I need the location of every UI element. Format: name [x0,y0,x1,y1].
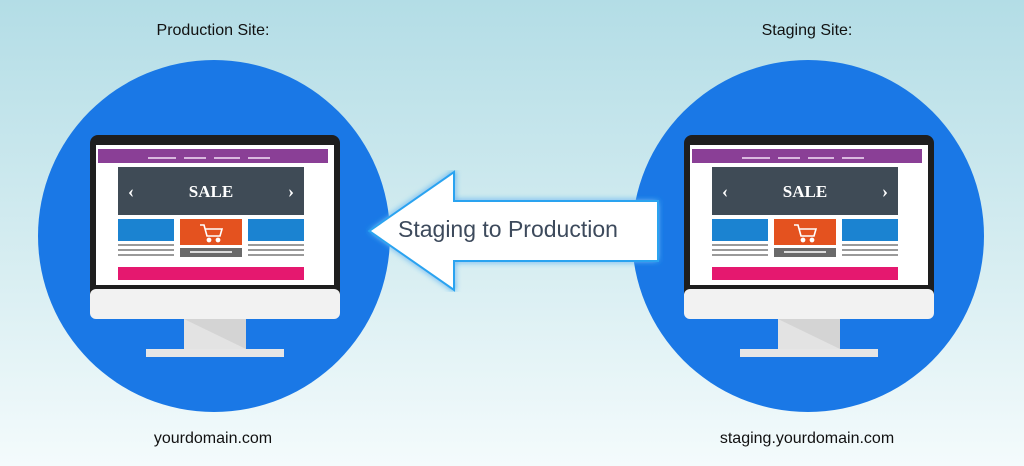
chevron-left-icon: ‹ [722,181,728,201]
monitor-stand-base [146,349,284,357]
monitor-chin [684,289,934,319]
chevron-left-icon: ‹ [128,181,134,201]
site-footer-bar [118,267,304,280]
product-tile-right [842,219,898,241]
site-header-bar [98,149,328,154]
sale-banner [118,167,304,215]
left-arrow-icon [367,170,659,292]
production-site-url: yourdomain.com [153,430,273,447]
chevron-right-icon: › [882,181,888,201]
production-monitor: ‹ › SALE [90,135,340,357]
sale-banner-text: SALE [783,182,827,201]
monitor-chin [90,289,340,319]
product-tile-left [118,219,174,241]
chevron-right-icon: › [288,181,294,201]
production-site-title: Production Site: [156,22,270,39]
staging-site-url: staging.yourdomain.com [719,430,895,447]
sale-banner [712,167,898,215]
sale-banner-text: SALE [189,182,233,201]
monitor-stand-base [740,349,878,357]
staging-site-title: Staging Site: [761,22,853,39]
shopping-cart-icon [794,224,818,243]
site-header-bar [692,149,922,154]
shopping-cart-icon [200,224,224,243]
product-tile-left [712,219,768,241]
product-tile-right [248,219,304,241]
arrow-label: Staging to Production [398,216,618,242]
site-footer-bar [712,267,898,280]
staging-monitor: ‹ › SALE [684,135,934,357]
